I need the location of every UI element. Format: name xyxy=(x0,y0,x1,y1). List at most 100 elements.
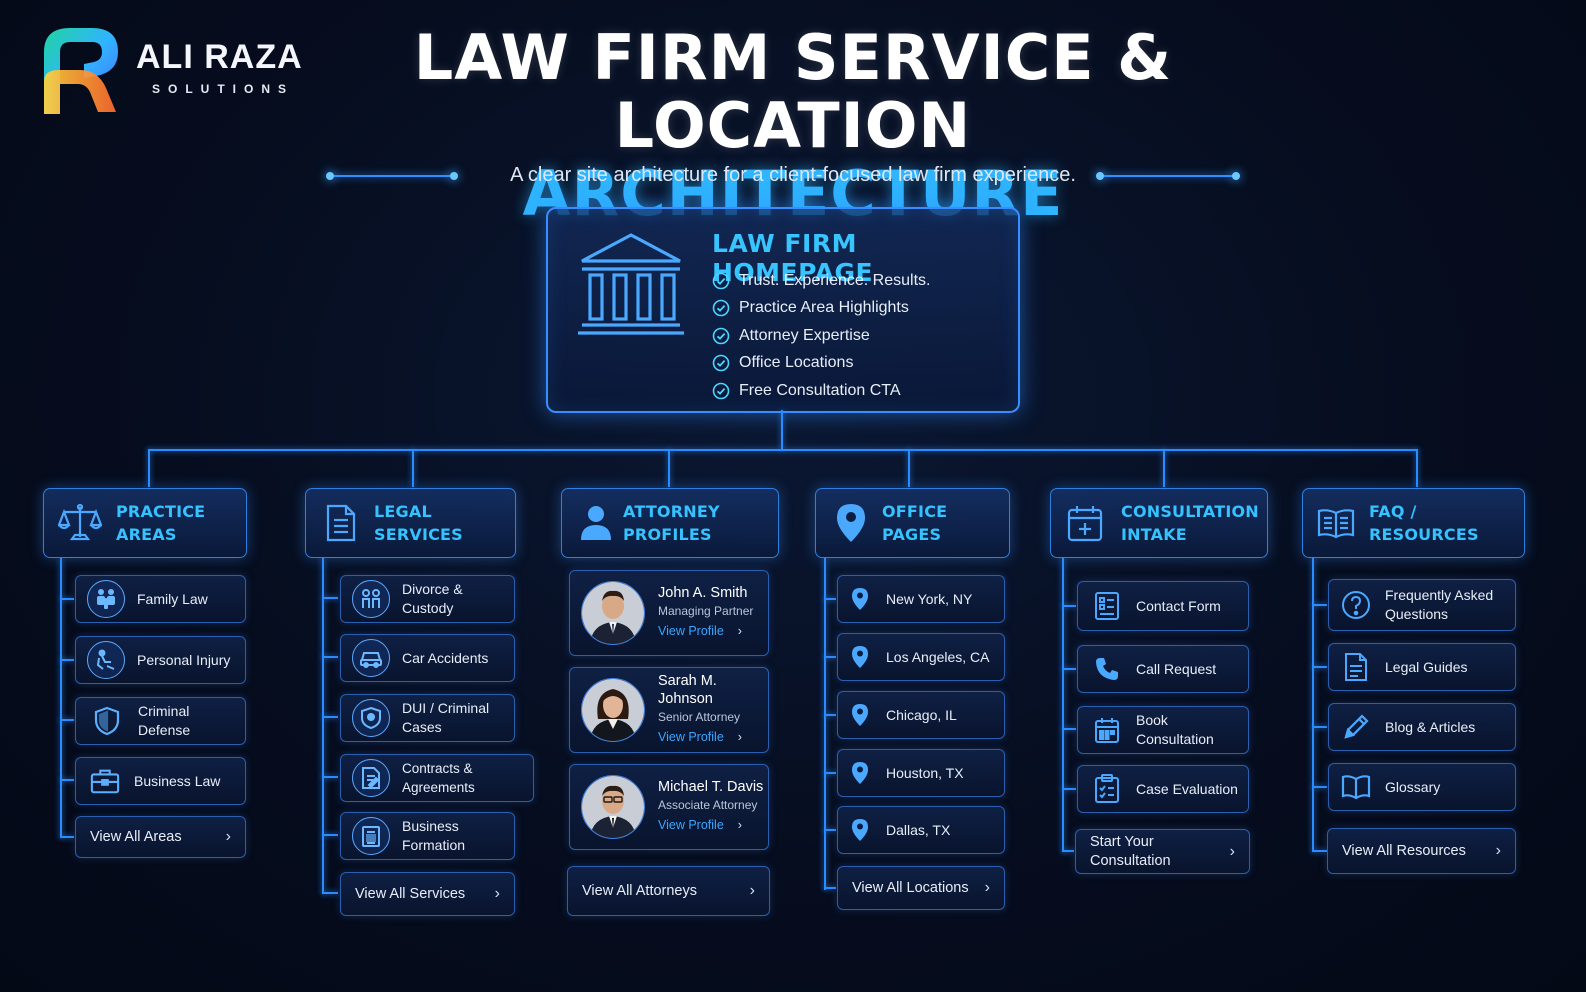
view-profile-link[interactable]: View Profile › xyxy=(658,726,768,748)
nav-item-car-accidents[interactable]: Car Accidents xyxy=(340,634,515,682)
family-icon xyxy=(87,580,125,618)
clipboard-icon xyxy=(1092,774,1122,804)
nav-item-office[interactable]: Houston, TX xyxy=(837,749,1005,797)
connector-branch xyxy=(1312,850,1327,852)
view-all-areas-link[interactable]: View All Areas › xyxy=(75,816,246,858)
view-all-attorneys-link[interactable]: View All Attorneys › xyxy=(567,866,770,916)
check-circle-icon xyxy=(712,299,730,317)
pin-icon xyxy=(850,584,870,614)
chevron-right-icon: › xyxy=(737,730,742,744)
decorative-dot xyxy=(1096,172,1104,180)
nav-item-office[interactable]: Los Angeles, CA xyxy=(837,633,1005,681)
nav-item-dui-criminal[interactable]: DUI / Criminal Cases xyxy=(340,694,515,742)
connector-branch xyxy=(824,598,836,600)
connector-drop xyxy=(1416,449,1418,487)
nav-item-office[interactable]: Dallas, TX xyxy=(837,806,1005,854)
connector-trunk xyxy=(781,410,783,450)
homepage-feature: Trust. Experience. Results. xyxy=(712,267,930,295)
connector-branch xyxy=(60,719,74,721)
category-legal-services[interactable]: LEGAL SERVICES xyxy=(305,488,516,558)
homepage-title: LAW FIRM HOMEPAGE xyxy=(712,229,874,287)
briefcase-icon xyxy=(90,766,120,796)
view-all-services-link[interactable]: View All Services › xyxy=(340,872,515,916)
category-office-pages[interactable]: OFFICE PAGES xyxy=(815,488,1010,558)
view-profile-label: View Profile xyxy=(658,730,724,744)
nav-item-office[interactable]: New York, NY xyxy=(837,575,1005,623)
car-icon xyxy=(352,639,390,677)
view-all-label: View All Services xyxy=(355,885,466,902)
category-title: OFFICE PAGES xyxy=(882,502,948,544)
guide-icon xyxy=(1341,652,1371,682)
homepage-feature-label: Free Consultation CTA xyxy=(739,381,901,399)
start-consultation-link[interactable]: Start Your Consultation › xyxy=(1075,829,1250,874)
view-all-locations-link[interactable]: View All Locations › xyxy=(837,866,1005,910)
badge-icon xyxy=(352,699,390,737)
subtitle: A clear site architecture for a client-f… xyxy=(510,164,1076,186)
page-title: LAW FIRM SERVICE & LOCATION ARCHITECTURE xyxy=(400,24,1186,228)
question-icon xyxy=(1341,590,1371,620)
homepage-feature: Practice Area Highlights xyxy=(712,295,930,323)
attorney-name: Michael T. Davis xyxy=(658,779,764,795)
view-profile-link[interactable]: View Profile› xyxy=(658,814,763,836)
nav-item-label: Glossary xyxy=(1385,778,1441,795)
view-all-resources-link[interactable]: View All Resources › xyxy=(1327,828,1516,874)
nav-item-business-formation[interactable]: Business Formation xyxy=(340,812,515,860)
view-profile-link[interactable]: View Profile› xyxy=(658,620,753,642)
attorney-info: Michael T. Davis Associate Attorney View… xyxy=(658,778,763,836)
phone-icon xyxy=(1092,654,1122,684)
nav-item-label: Business Law xyxy=(134,772,221,789)
nav-item-personal-injury[interactable]: Personal Injury xyxy=(75,636,246,684)
nav-item-blog[interactable]: Blog & Articles xyxy=(1328,703,1516,751)
nav-item-label: Family Law xyxy=(137,590,208,607)
attorney-name: John A. Smith xyxy=(658,585,748,601)
nav-item-label: Criminal Defense xyxy=(138,703,191,738)
attorney-photo-avatar xyxy=(581,581,645,645)
category-faq-resources[interactable]: FAQ / RESOURCES xyxy=(1302,488,1525,558)
calendar-icon xyxy=(1092,715,1122,745)
attorney-card[interactable]: Sarah M. Johnson Senior Attorney View Pr… xyxy=(569,667,769,753)
connector-branch xyxy=(60,659,74,661)
nav-item-call-request[interactable]: Call Request xyxy=(1077,645,1249,693)
view-profile-label: View Profile xyxy=(658,624,724,638)
nav-item-label: Houston, TX xyxy=(886,764,964,781)
nav-item-glossary[interactable]: Glossary xyxy=(1328,763,1516,811)
attorney-role: Associate Attorney xyxy=(658,798,758,812)
category-practice-areas[interactable]: PRACTICE AREAS xyxy=(43,488,247,558)
brand-name: ALI RAZA xyxy=(136,38,303,76)
homepage-feature-label: Attorney Expertise xyxy=(739,326,870,344)
chevron-right-icon: › xyxy=(749,882,755,899)
category-attorney-profiles[interactable]: ATTORNEY PROFILES xyxy=(561,488,779,558)
connector-branch xyxy=(824,887,836,889)
connector-branch xyxy=(322,716,338,718)
attorney-card[interactable]: Michael T. Davis Associate Attorney View… xyxy=(569,764,769,850)
check-circle-icon xyxy=(712,272,730,290)
category-title: LEGAL SERVICES xyxy=(374,502,463,544)
nav-item-book-consultation[interactable]: Book Consultation xyxy=(1077,706,1249,754)
nav-item-contact-form[interactable]: Contact Form xyxy=(1077,581,1249,631)
nav-item-criminal-defense[interactable]: Criminal Defense xyxy=(75,697,246,745)
decorative-dot xyxy=(326,172,334,180)
nav-item-legal-guides[interactable]: Legal Guides xyxy=(1328,643,1516,691)
view-profile-label: View Profile xyxy=(658,818,724,832)
nav-item-label: Personal Injury xyxy=(137,651,231,668)
nav-item-label: DUI / Criminal Cases xyxy=(402,700,490,735)
connector-branch xyxy=(322,656,338,658)
connector-drop xyxy=(412,449,414,487)
user-icon xyxy=(579,504,613,542)
nav-item-divorce-custody[interactable]: Divorce & Custody xyxy=(340,575,515,623)
nav-item-case-evaluation[interactable]: Case Evaluation xyxy=(1077,765,1249,813)
check-circle-icon xyxy=(712,354,730,372)
attorney-card[interactable]: John A. Smith Managing Partner View Prof… xyxy=(569,570,769,656)
connector-branch xyxy=(1312,666,1327,668)
nav-item-business-law[interactable]: Business Law xyxy=(75,757,246,805)
nav-item-family-law[interactable]: Family Law xyxy=(75,575,246,623)
connector-spine xyxy=(1312,558,1314,852)
nav-item-label-line: Questions xyxy=(1385,606,1449,622)
nav-item-contracts[interactable]: Contracts & Agreements xyxy=(340,754,534,802)
homepage-card[interactable]: LAW FIRM HOMEPAGE Trust. Experience. Res… xyxy=(546,207,1020,413)
nav-item-office[interactable]: Chicago, IL xyxy=(837,691,1005,739)
connector-branch xyxy=(60,598,74,600)
